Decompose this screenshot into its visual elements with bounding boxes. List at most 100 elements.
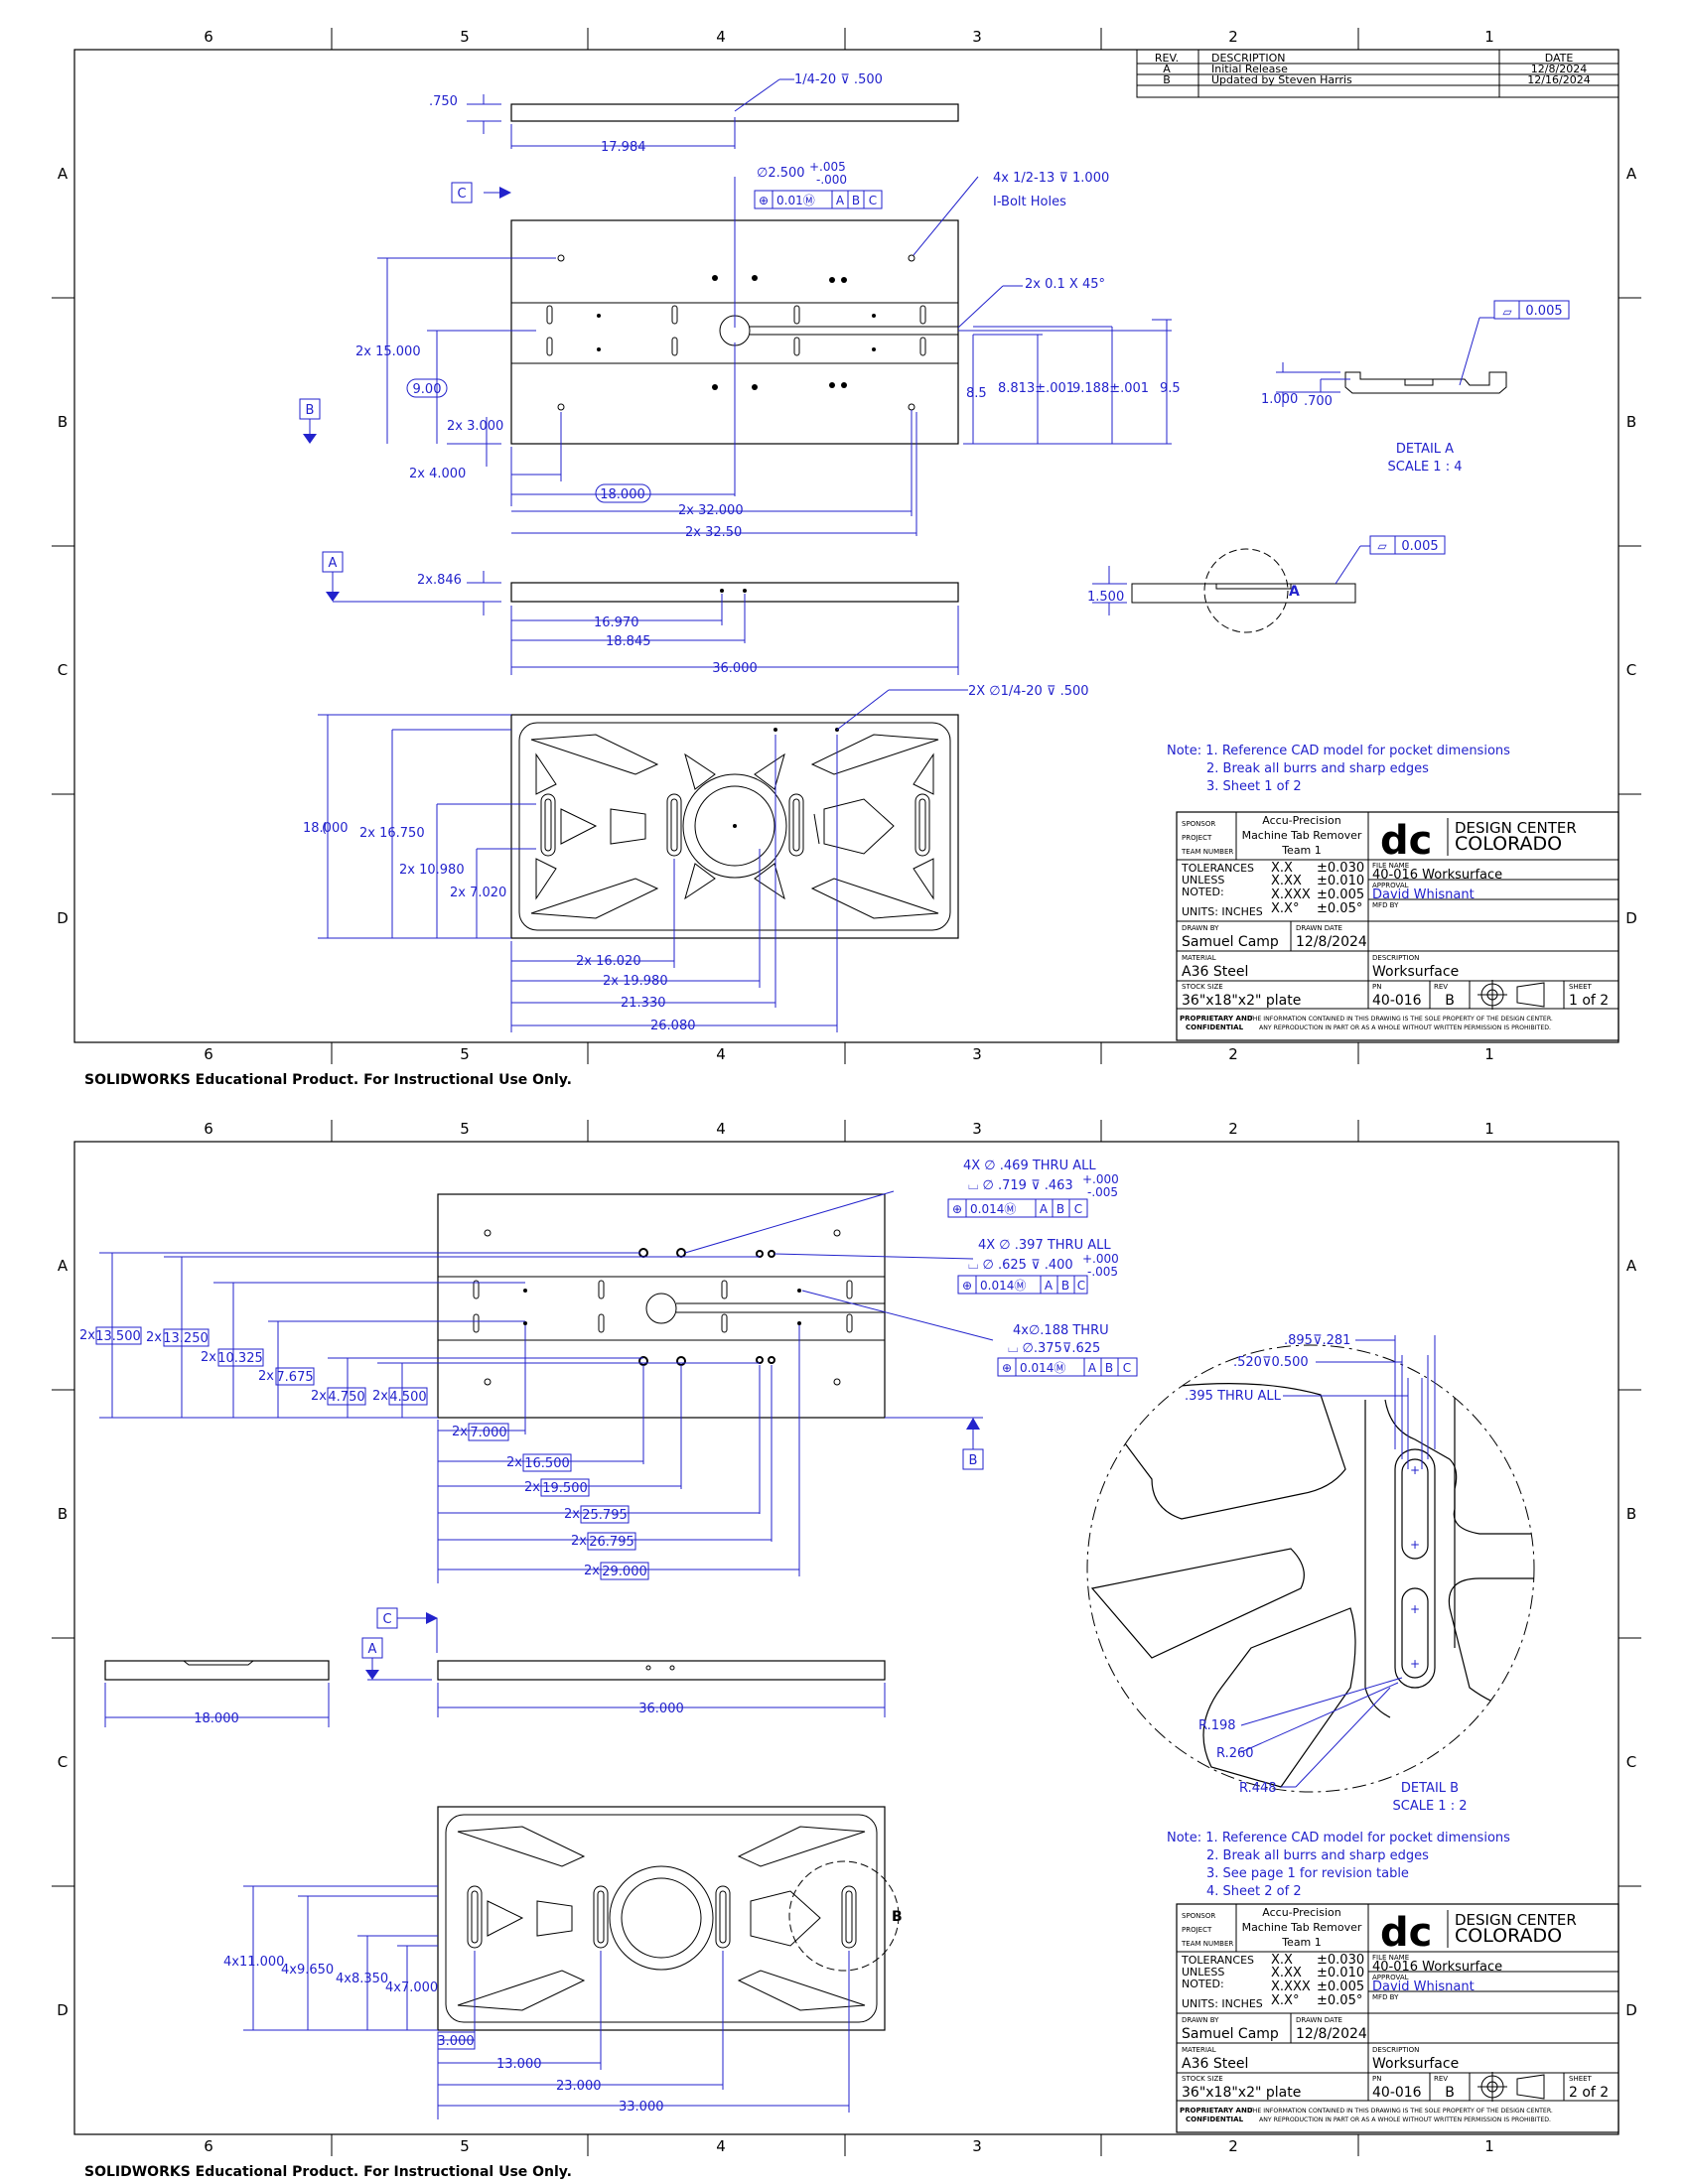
- svg-text:+: +: [1410, 1657, 1420, 1671]
- tb-confidential: CONFIDENTIAL: [1186, 1024, 1244, 1031]
- rev-a-description: Initial Release: [1211, 63, 1288, 75]
- s2-dim-33000: 33.000: [619, 2100, 664, 2115]
- s1-dim-18000: 18.000: [600, 487, 645, 502]
- s2-dim-16500: 16.500: [524, 1456, 570, 1471]
- zone-col-label: 1: [1484, 28, 1494, 46]
- tb-file-name-label: FILE NAME: [1372, 862, 1409, 870]
- tb-tol-x2: X.XX: [1271, 1966, 1302, 1980]
- zone-col-label: 2: [1228, 2137, 1238, 2155]
- s1-dim-3000: 2x 3.000: [447, 419, 503, 434]
- s2-note-1: Note: 1. Reference CAD model for pocket …: [1167, 1831, 1510, 1845]
- s2-plan-view: B 4X ∅ .469 THRU ALL ⌴ ∅ .719 ⊽ .463 +.0…: [79, 1159, 1138, 1583]
- tb-approval-label: APPROVAL: [1372, 1974, 1409, 1981]
- tb-material-label: MATERIAL: [1182, 2046, 1216, 2054]
- s1-top-edge-view: 1/4-20 ⊽ .500 .750 17.984: [429, 72, 959, 155]
- tb-prop-text-2: ANY REPRODUCTION IN PART OR AS A WHOLE W…: [1259, 1024, 1551, 1031]
- s1-dim-19980: 2x 19.980: [603, 974, 668, 989]
- tb-file-name-label: FILE NAME: [1372, 1954, 1409, 1962]
- s1-dim-4000: 2x 4.000: [409, 467, 466, 481]
- s1-dim-8813: 8.813±.001: [998, 381, 1074, 396]
- tb-project: Machine Tab Remover: [1242, 829, 1362, 842]
- zone-col-label: 6: [204, 2137, 213, 2155]
- tb-stock-label: STOCK SIZE: [1182, 983, 1223, 991]
- svg-text:⊕: ⊕: [1002, 1361, 1012, 1375]
- s1-detail-a: ▱ 0.005 1.000 .700 DETAIL A SCALE 1 : 4: [1261, 300, 1570, 475]
- s1-side-flatness: 0.005: [1401, 539, 1438, 554]
- s1-note-1: Note: 1. Reference CAD model for pocket …: [1167, 744, 1510, 758]
- s2-callout2-line2: ⌴ ∅ .625 ⊽ .400: [968, 1258, 1073, 1273]
- rev-header: REV.: [1155, 52, 1179, 65]
- zone-row-label: B: [58, 1505, 68, 1523]
- tb-pn-label: PN: [1372, 983, 1381, 991]
- zone-col-label: 5: [460, 2137, 470, 2155]
- tb-prop-text-1: THE INFORMATION CONTAINED IN THIS DRAWIN…: [1248, 2108, 1553, 2115]
- zone-col-label: 1: [1484, 2137, 1494, 2155]
- svg-text:2x: 2x: [146, 1330, 162, 1345]
- zone-row-label: B: [1626, 1505, 1636, 1523]
- tb-tol-v2: ±0.010: [1317, 874, 1364, 888]
- tb-rev-label: REV: [1434, 983, 1448, 991]
- tb-description-label: DESCRIPTION: [1372, 2046, 1419, 2054]
- s2-callout2-tol-minus: -.005: [1087, 1265, 1118, 1279]
- s1-datum-a: A: [329, 556, 338, 571]
- tb-sponsor-label: SPONSOR: [1182, 820, 1215, 828]
- tb-sponsor-label: SPONSOR: [1182, 1912, 1215, 1920]
- s2-callout1-fcf-c: C: [1074, 1202, 1082, 1216]
- s1-dim-9188: 9.188±.001: [1072, 381, 1149, 396]
- tb-units: UNITS: INCHES: [1182, 1997, 1263, 2010]
- zone-col-label: 5: [460, 1120, 470, 1138]
- tb-drawn-date-label: DRAWN DATE: [1296, 924, 1342, 932]
- tb-description: Worksurface: [1372, 2056, 1459, 2072]
- s2-dim-8350: 4x8.350: [336, 1972, 388, 1986]
- s2-callout3-fcf-a: A: [1088, 1361, 1097, 1375]
- s2-datum-a: A: [368, 1642, 377, 1657]
- tb-tol-v2: ±0.010: [1317, 1966, 1364, 1980]
- zone-row-label: D: [1625, 909, 1637, 927]
- zone-row-label: A: [1626, 1257, 1637, 1275]
- tb-tol-unless: UNLESS: [1182, 874, 1224, 887]
- rev-b: B: [1163, 73, 1171, 86]
- s1-dim-10980: 2x 10.980: [399, 863, 465, 878]
- s2-callout3-line1: 4x∅.188 THRU: [1013, 1323, 1109, 1338]
- s1-fcf-b: B: [852, 194, 860, 207]
- date-header: DATE: [1545, 52, 1574, 65]
- svg-text:2x: 2x: [571, 1534, 587, 1549]
- s2-dim-3000: 3.000: [437, 2034, 474, 2049]
- s2-callout2-fcf-a: A: [1045, 1279, 1054, 1293]
- s2-dim-19500: 19.500: [542, 1481, 588, 1496]
- svg-text:2x: 2x: [79, 1328, 95, 1343]
- s2-callout1-tol-plus: +.000: [1082, 1172, 1119, 1186]
- s1-dim-85: 8.5: [966, 386, 987, 401]
- tb-project-label: PROJECT: [1182, 834, 1212, 842]
- logo-line2: COLORADO: [1455, 833, 1562, 855]
- zone-col-label: 3: [972, 2137, 982, 2155]
- s1-detail-a-700: .700: [1304, 394, 1333, 409]
- tb-tol-noted: NOTED:: [1182, 1978, 1224, 1990]
- svg-text:2x: 2x: [584, 1564, 600, 1578]
- footer-text-sheet-2: SOLIDWORKS Educational Product. For Inst…: [84, 2164, 572, 2180]
- svg-text:+: +: [1410, 1463, 1420, 1477]
- s2-callout1-fcf-b: B: [1056, 1202, 1064, 1216]
- zone-col-label: 5: [460, 28, 470, 46]
- zone-col-label: 1: [1484, 1045, 1494, 1063]
- tb-approval: David Whisnant: [1372, 887, 1475, 902]
- s1-fcf-c: C: [869, 194, 877, 207]
- tb-sponsor: Accu-Precision: [1262, 1906, 1340, 1919]
- s1-dim-21330: 21.330: [621, 996, 666, 1011]
- svg-text:⊕: ⊕: [759, 194, 769, 207]
- s1-bore-dia: ∅2.500: [757, 166, 805, 181]
- rev-a-date: 12/8/2024: [1531, 63, 1587, 75]
- tb-approval-label: APPROVAL: [1372, 882, 1409, 889]
- s2-dim-4500: 4.500: [389, 1390, 426, 1405]
- s2-detail-b-r448: R.448: [1239, 1781, 1277, 1796]
- tb-prop-text-1: THE INFORMATION CONTAINED IN THIS DRAWIN…: [1248, 1016, 1553, 1023]
- svg-text:2x: 2x: [452, 1425, 468, 1439]
- zone-row-label: A: [58, 165, 69, 183]
- s2-callout3-fcf-c: C: [1123, 1361, 1131, 1375]
- tb-pn-label: PN: [1372, 2075, 1381, 2083]
- s1-detail-a-1000: 1.000: [1261, 392, 1298, 407]
- tb-tol-x4: X.X°: [1271, 901, 1299, 916]
